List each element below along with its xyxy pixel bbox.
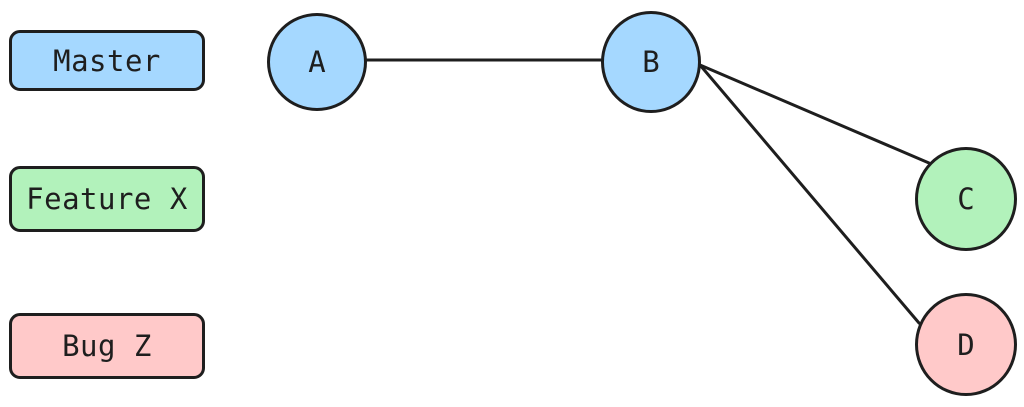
edge-b-c [698,63,931,165]
branch-label-master: Master [9,30,205,91]
commit-node-b: B [601,11,701,113]
branch-label-feature-x: Feature X [9,166,205,232]
commit-node-a: A [267,13,367,111]
commit-node-c: C [915,147,1017,251]
branch-label-bug-z: Bug Z [9,313,205,379]
commit-node-d: D [915,293,1017,396]
edge-b-d [698,63,921,325]
